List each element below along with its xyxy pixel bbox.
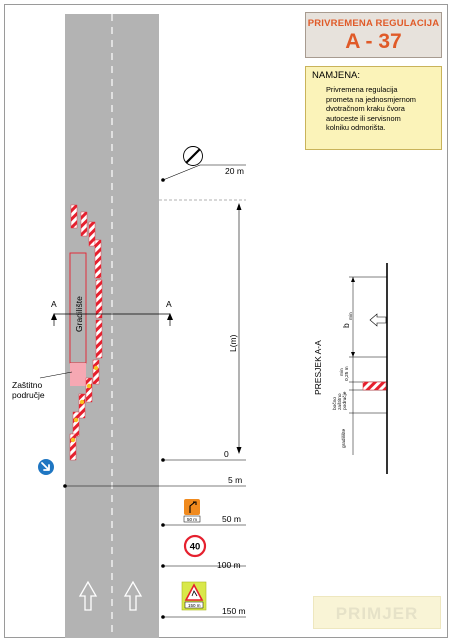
protection-zone-label-1: Zaštitno	[12, 380, 43, 390]
purpose-line: prometa na jednosmjernom	[326, 94, 416, 104]
section-label-left: A	[51, 299, 57, 309]
roadworks-sign-distance: 150 m	[188, 603, 201, 608]
lane-arrow-left	[78, 580, 98, 611]
distance-20m: 20 m	[225, 166, 244, 176]
section-label-right: A	[166, 299, 172, 309]
keep-right-sign-icon	[37, 458, 55, 476]
lane-change-sign-distance: 50 m	[187, 517, 197, 522]
drawing-frame	[4, 4, 448, 638]
distance-5m: 5 m	[228, 475, 242, 485]
distance-100m: 100 m	[217, 560, 241, 570]
scheme-code: A - 37	[345, 30, 402, 53]
length-dimension	[236, 203, 242, 454]
purpose-line: autoceste ili servisnom	[326, 113, 401, 123]
purpose-line: dvotračnom kraku čvora	[326, 104, 405, 114]
length-label: L(m)	[228, 334, 238, 352]
speed-limit-sign-icon	[183, 534, 207, 558]
purpose-text: Privremena regulacija prometa na jednosm…	[326, 85, 435, 133]
lane-change-sign-icon	[183, 499, 201, 523]
side-zone-label-2: zaštitno	[337, 393, 343, 410]
protection-zone-leader	[39, 371, 73, 379]
side-zone-label-1: bočno	[332, 397, 338, 410]
protection-zone	[70, 363, 86, 386]
distance-0: 0	[224, 449, 229, 459]
bmin-label: b	[341, 323, 351, 328]
cross-section-detail	[349, 263, 388, 474]
min-clearance-label: min	[339, 368, 345, 376]
distance-150m: 150 m	[222, 606, 246, 616]
min-clearance-value: 0,25 m	[344, 366, 350, 381]
side-zone-label-3: područje	[342, 391, 348, 410]
title-heading: PRIVREMENA REGULACIJA	[307, 18, 440, 29]
purpose-box: NAMJENA: Privremena regulacija prometa n…	[305, 66, 442, 150]
distance-markers	[63, 164, 246, 619]
roadworks-warning-sign-icon	[181, 581, 207, 611]
end-restriction-sign-icon	[183, 146, 203, 166]
watermark-primjer: PRIMJER	[313, 596, 441, 629]
distance-50m: 50 m	[222, 514, 241, 524]
purpose-line: kolniku odmorišta.	[326, 123, 386, 133]
purpose-line: Privremena regulacija	[326, 85, 398, 94]
bmin-sub-label: min	[348, 312, 354, 320]
purpose-heading: NAMJENA:	[312, 70, 361, 81]
section-line-a	[51, 313, 173, 326]
protection-zone-label-2: područje	[12, 390, 45, 400]
speed-limit-value: 40	[190, 542, 201, 553]
worksite-small-label: gradilište	[341, 428, 347, 448]
title-block: PRIVREMENA REGULACIJA A - 37	[305, 12, 442, 58]
lane-arrow-right	[123, 580, 143, 611]
barrier-chain	[69, 204, 103, 461]
cross-section-title: PRESJEK A-A	[313, 340, 323, 395]
